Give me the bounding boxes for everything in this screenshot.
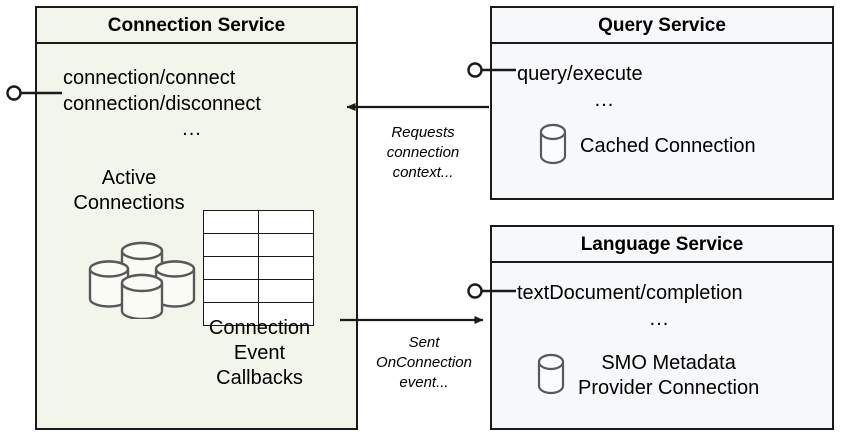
- table-cell: [203, 233, 259, 257]
- component-body-connection-service: connection/connect connection/disconnect…: [37, 44, 356, 428]
- connection-event-callbacks-table[interactable]: [203, 210, 314, 326]
- component-connection-service[interactable]: Connection Service connection/connect co…: [35, 6, 358, 430]
- edge-label-line3: context...: [392, 163, 454, 181]
- table-cell: [258, 302, 314, 326]
- table-cell: [203, 210, 259, 234]
- operation-query-execute[interactable]: query/execute: [517, 63, 643, 85]
- operation-textdocument-completion[interactable]: textDocument/completion: [517, 282, 743, 304]
- table-row: [203, 256, 314, 280]
- active-connections-label-line2: Connections: [73, 192, 185, 214]
- component-query-service[interactable]: Query Service query/execute ... Cached C…: [490, 6, 834, 200]
- table-cell: [203, 302, 259, 326]
- connection-event-callbacks-label: Connection Event Callbacks: [182, 316, 337, 391]
- smo-metadata-provider-connection-resource: SMO Metadata Provider Connection: [536, 351, 759, 401]
- smo-label-line2: Provider Connection: [578, 377, 760, 399]
- callbacks-label-line3: Callbacks: [216, 367, 303, 389]
- cached-connection-resource: Cached Connection: [538, 122, 756, 171]
- operation-connection-disconnect[interactable]: connection/disconnect: [63, 92, 261, 115]
- component-title-query-service: Query Service: [492, 8, 832, 44]
- operation-ellipsis-language-service: ...: [649, 307, 670, 330]
- table-row: [203, 279, 314, 303]
- smo-metadata-provider-connection-label: SMO Metadata Provider Connection: [578, 351, 759, 401]
- cached-connection-label: Cached Connection: [580, 135, 756, 157]
- table-cell: [258, 256, 314, 280]
- active-connections-label-line1: Active: [101, 167, 157, 189]
- component-title-language-service: Language Service: [492, 227, 832, 263]
- edge-label-requests-connection-context: Requests connection context...: [368, 123, 478, 182]
- edge-label-line3: event...: [399, 373, 449, 391]
- table-cell: [258, 210, 314, 234]
- edge-label-line1: Requests: [391, 124, 455, 141]
- edge-label-sent-onconnection-event: Sent OnConnection event...: [360, 333, 488, 392]
- table-cell: [203, 279, 259, 303]
- component-language-service[interactable]: Language Service textDocument/completion…: [490, 225, 834, 430]
- database-cluster-icon: [82, 237, 202, 324]
- smo-label-line1: SMO Metadata: [601, 352, 736, 374]
- database-icon: [538, 122, 568, 171]
- operation-ellipsis-query-service: ...: [594, 88, 615, 111]
- operation-list-connection-service: connection/connect connection/disconnect…: [63, 66, 321, 143]
- operation-ellipsis-connection-service: ...: [182, 118, 202, 141]
- operation-list-query-service: query/execute ...: [517, 62, 692, 113]
- edge-label-line2: connection: [386, 143, 460, 161]
- callbacks-label-line1: Connection: [208, 317, 311, 339]
- table-row: [203, 302, 314, 326]
- edge-label-line2: OnConnection: [376, 353, 472, 371]
- table-row: [203, 210, 314, 234]
- edge-label-line1: Sent: [408, 334, 440, 351]
- callbacks-label-line2: Event: [233, 342, 286, 364]
- component-body-language-service: textDocument/completion ... SMO Metadata…: [492, 263, 832, 428]
- active-connections-label: Active Connections: [49, 166, 209, 216]
- table-cell: [203, 256, 259, 280]
- database-icon: [536, 352, 566, 401]
- operation-list-language-service: textDocument/completion ...: [517, 281, 802, 332]
- component-body-query-service: query/execute ... Cached Connection: [492, 44, 832, 198]
- table-cell: [258, 279, 314, 303]
- component-title-connection-service: Connection Service: [37, 8, 356, 44]
- table-cell: [258, 233, 314, 257]
- operation-connection-connect[interactable]: connection/connect: [63, 67, 236, 89]
- table-row: [203, 233, 314, 257]
